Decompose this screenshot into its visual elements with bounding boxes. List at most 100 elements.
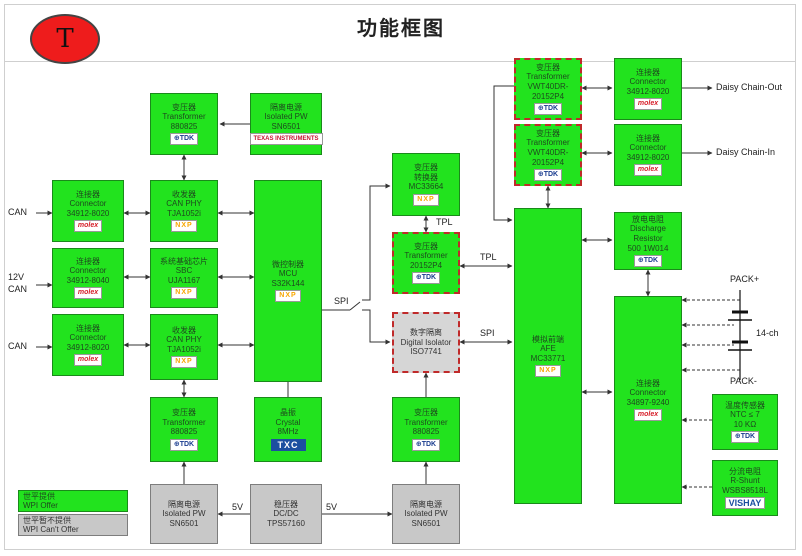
label-daisy-in: Daisy Chain-In bbox=[716, 147, 776, 157]
wire-afe-vwt1 bbox=[493, 85, 514, 223]
block-text: 收发器 bbox=[172, 325, 196, 335]
block-text: UJA1167 bbox=[167, 275, 201, 285]
legend-text: 世平暂不提供 bbox=[23, 516, 71, 525]
spi-switch bbox=[349, 301, 361, 311]
molex-logo: molex bbox=[633, 409, 663, 422]
block-text: 34912-8020 bbox=[66, 208, 110, 218]
block-text: AFE bbox=[540, 344, 556, 354]
tdk-logo: ⊕TDK bbox=[411, 438, 441, 451]
block-text: Isolated PW bbox=[162, 509, 206, 519]
block-text: 连接器 bbox=[636, 67, 660, 77]
tdk-logo: ⊕TDK bbox=[633, 255, 663, 268]
wire-spi-digiso bbox=[362, 309, 391, 345]
block-text: ISO7741 bbox=[410, 347, 442, 357]
label-daisy-out: Daisy Chain-Out bbox=[716, 82, 783, 92]
block-text: 变压器 bbox=[172, 102, 196, 112]
mc33664-transceiver: 变压器 转换器 MC33664 NXP bbox=[392, 153, 460, 216]
molex-logo: molex bbox=[73, 220, 103, 233]
block-text: 连接器 bbox=[76, 189, 100, 199]
block-text: DC/DC bbox=[273, 509, 299, 519]
legend-text: 世平提供 bbox=[23, 492, 55, 501]
nxp-logo: NXP bbox=[171, 287, 197, 300]
block-text: Connector bbox=[69, 333, 107, 343]
transformer-vwt-1: 变压器 Transformer VWT40DR- 20152P4 ⊕TDK bbox=[514, 58, 582, 120]
can-phy-2: 收发器 CAN PHY TJA1052i NXP bbox=[150, 314, 218, 380]
connector-can2: 连接器 Connector 34912-8020 molex bbox=[52, 314, 124, 376]
connector-can1: 连接器 Connector 34912-8020 molex bbox=[52, 180, 124, 242]
block-text: 分流电阻 bbox=[729, 466, 761, 476]
logo-letter: T bbox=[56, 24, 74, 54]
block-text: MC33771 bbox=[530, 353, 566, 363]
block-text: WSBS8518L bbox=[722, 485, 768, 495]
block-text: 20152P4 bbox=[531, 157, 565, 167]
molex-logo: molex bbox=[633, 98, 663, 111]
label-12v: 12V bbox=[8, 272, 25, 282]
block-text: Connector bbox=[69, 199, 107, 209]
block-text: Crystal bbox=[275, 417, 301, 427]
block-text: Connector bbox=[629, 388, 667, 398]
block-text: 变压器 bbox=[414, 408, 438, 418]
block-text: SN6501 bbox=[411, 518, 441, 528]
legend-text: WPI Offer bbox=[23, 501, 58, 511]
connector-pack: 连接器 Connector 34897-9240 molex bbox=[614, 296, 682, 504]
vishay-logo: VISHAY bbox=[724, 497, 766, 510]
block-text: 变压器 bbox=[414, 163, 438, 173]
block-text: 34912-8020 bbox=[66, 342, 110, 352]
block-text: 34897-9240 bbox=[626, 397, 670, 407]
block-text: 34912-8040 bbox=[66, 275, 110, 285]
block-text: 稳压器 bbox=[274, 499, 298, 509]
block-text: Resistor bbox=[633, 234, 663, 243]
isolated-power-right: 隔离电源 Isolated PW SN6501 bbox=[392, 484, 460, 544]
block-text: 连接器 bbox=[636, 133, 660, 143]
block-text: SN6501 bbox=[169, 518, 199, 528]
block-text: Transformer bbox=[526, 72, 570, 82]
label-spi-right: SPI bbox=[480, 328, 495, 338]
block-text: 变压器 bbox=[536, 128, 560, 138]
block-text: Transformer bbox=[404, 251, 448, 261]
block-text: VWT40DR- bbox=[527, 82, 569, 91]
nxp-logo: NXP bbox=[171, 356, 197, 369]
tdk-logo: ⊕TDK bbox=[169, 133, 199, 146]
block-text: 数字隔离 bbox=[410, 328, 442, 338]
block-text: SBC bbox=[175, 266, 193, 276]
block-text: 34912-8020 bbox=[626, 86, 670, 96]
tdk-logo: ⊕TDK bbox=[533, 169, 563, 182]
block-text: 隔离电源 bbox=[410, 499, 442, 509]
shunt-resistor: 分流电阻 R-Shunt WSBS8518L VISHAY bbox=[712, 460, 778, 516]
mcu-block: 微控制器 MCU S32K144 NXP bbox=[254, 180, 322, 382]
legend-text: WPI Can't Offer bbox=[23, 525, 79, 535]
block-text: VWT40DR- bbox=[527, 148, 569, 157]
block-text: 8MHz bbox=[277, 427, 299, 437]
diagram-frame bbox=[4, 4, 796, 550]
block-text: 变压器 bbox=[414, 241, 438, 251]
label-5v-left: 5V bbox=[232, 502, 244, 512]
block-text: 微控制器 bbox=[272, 259, 304, 269]
block-text: CAN PHY bbox=[166, 335, 202, 345]
block-text: NTC ≤ 7 bbox=[730, 410, 760, 420]
label-cells: 14-ch bbox=[756, 328, 779, 338]
afe-block: 模拟前端 AFE MC33771 NXP bbox=[514, 208, 582, 504]
block-text: 晶振 bbox=[280, 408, 296, 418]
connector-12v-can: 连接器 Connector 34912-8040 molex bbox=[52, 248, 124, 308]
block-text: 880825 bbox=[412, 427, 440, 437]
sbc-chip: 系统基础芯片 SBC UJA1167 NXP bbox=[150, 248, 218, 308]
block-text: 10 KΩ bbox=[733, 419, 757, 429]
block-text: 放电电阻 bbox=[632, 214, 664, 224]
label-5v-right: 5V bbox=[326, 502, 338, 512]
transformer-vwt-2: 变压器 Transformer VWT40DR- 20152P4 ⊕TDK bbox=[514, 124, 582, 186]
block-text: TJA1052i bbox=[167, 208, 201, 218]
block-text: S32K144 bbox=[271, 278, 305, 288]
isolated-power-top: 隔离电源 Isolated PW SN6501 TEXAS INSTRUMENT… bbox=[249, 93, 323, 155]
label-can1: CAN bbox=[8, 207, 28, 217]
block-text: Transformer bbox=[404, 417, 448, 427]
transformer-bottom-mid: 变压器 Transformer 880825 ⊕TDK bbox=[392, 397, 460, 462]
block-text: 连接器 bbox=[636, 378, 660, 388]
block-text: 880825 bbox=[170, 427, 198, 437]
block-text: 34912-8020 bbox=[626, 152, 670, 162]
block-text: Isolated PW bbox=[264, 112, 308, 122]
block-text: 880825 bbox=[170, 121, 198, 131]
wire-spi-mc33664 bbox=[362, 183, 391, 301]
block-text: Isolated PW bbox=[404, 509, 448, 519]
